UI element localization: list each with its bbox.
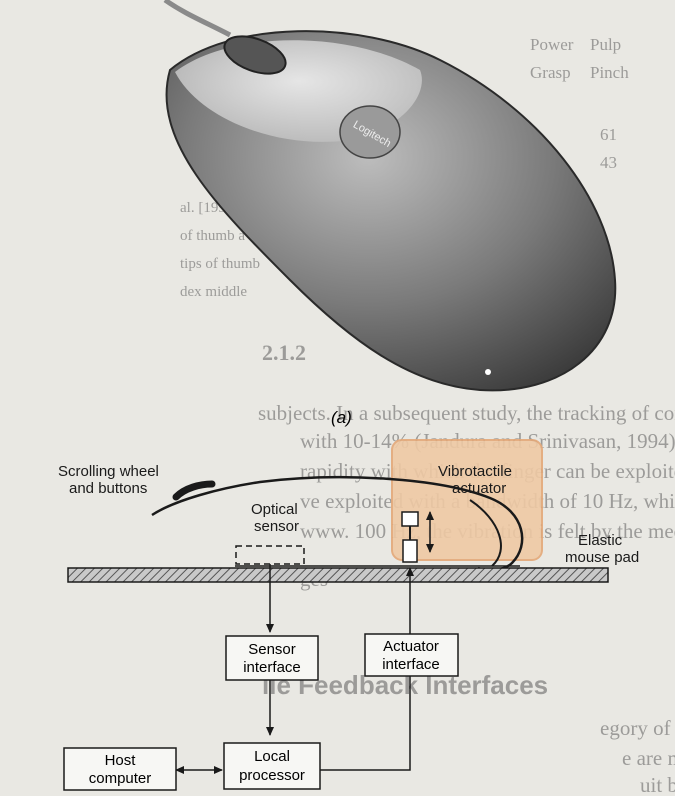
block-actuator-interface: Actuator interface bbox=[365, 634, 458, 676]
elastic-mouse-pad bbox=[68, 568, 608, 582]
actuator-head bbox=[402, 512, 418, 526]
actuator-interface-line-1: Actuator bbox=[383, 638, 439, 655]
host-computer-line-2: computer bbox=[89, 770, 152, 787]
bg-table-header-grasp: Grasp bbox=[530, 63, 571, 82]
bg-body-line-8: e are many ways in which the tactile fee… bbox=[622, 746, 675, 770]
figure-caption: (a) bbox=[331, 408, 352, 427]
label-vibrotactile-2: actuator bbox=[452, 480, 506, 497]
label-elastic-pad-1: Elastic bbox=[578, 532, 623, 549]
label-optical-sensor-2: sensor bbox=[254, 518, 299, 535]
label-elastic-pad-2: mouse pad bbox=[565, 549, 639, 566]
label-optical-sensor-1: Optical bbox=[251, 501, 298, 518]
sensor-interface-line-1: Sensor bbox=[248, 641, 296, 658]
block-local-processor: Local processor bbox=[224, 743, 320, 789]
mouse-cable bbox=[165, 0, 230, 35]
local-processor-line-1: Local bbox=[254, 748, 290, 765]
label-scrolling-wheel-2: and buttons bbox=[69, 480, 147, 497]
actuator-body bbox=[403, 540, 417, 562]
host-computer-line-1: Host bbox=[105, 752, 137, 769]
block-sensor-interface: Sensor interface bbox=[226, 636, 318, 680]
bg-section-number: 2.1.2 bbox=[262, 340, 306, 365]
bg-table-value-4: 43 bbox=[600, 153, 617, 172]
mouse-photo: Logitech bbox=[165, 0, 615, 390]
optical-sensor bbox=[236, 546, 304, 564]
sensor-interface-line-2: interface bbox=[243, 659, 301, 676]
local-processor-line-2: processor bbox=[239, 767, 305, 784]
actuator-interface-line-2: interface bbox=[382, 656, 440, 673]
bg-fragment-3: tips of thumb bbox=[180, 256, 260, 272]
label-scrolling-wheel-1: Scrolling wheel bbox=[58, 463, 159, 480]
bg-body-line-1: subjects. In a subsequent study, the tra… bbox=[258, 401, 675, 425]
bg-table-header-power: Power bbox=[530, 35, 574, 54]
bg-fragment-2: of thumb a bbox=[180, 228, 245, 244]
buttons-shape bbox=[176, 484, 212, 497]
bg-table-header-pinch: Pinch bbox=[590, 63, 629, 82]
bg-table-header-pulp: Pulp bbox=[590, 35, 621, 54]
label-vibrotactile-1: Vibrotactile bbox=[438, 463, 512, 480]
bg-fragment-4: dex middle bbox=[180, 284, 247, 300]
bg-body-line-7: egory of haptic interfaces discussed her… bbox=[600, 716, 675, 740]
mouse-highlight bbox=[485, 369, 491, 375]
bg-body-line-9: uit below bbox=[640, 773, 675, 796]
bg-table-value-3: 61 bbox=[600, 125, 617, 144]
block-host-computer: Host computer bbox=[64, 748, 176, 790]
